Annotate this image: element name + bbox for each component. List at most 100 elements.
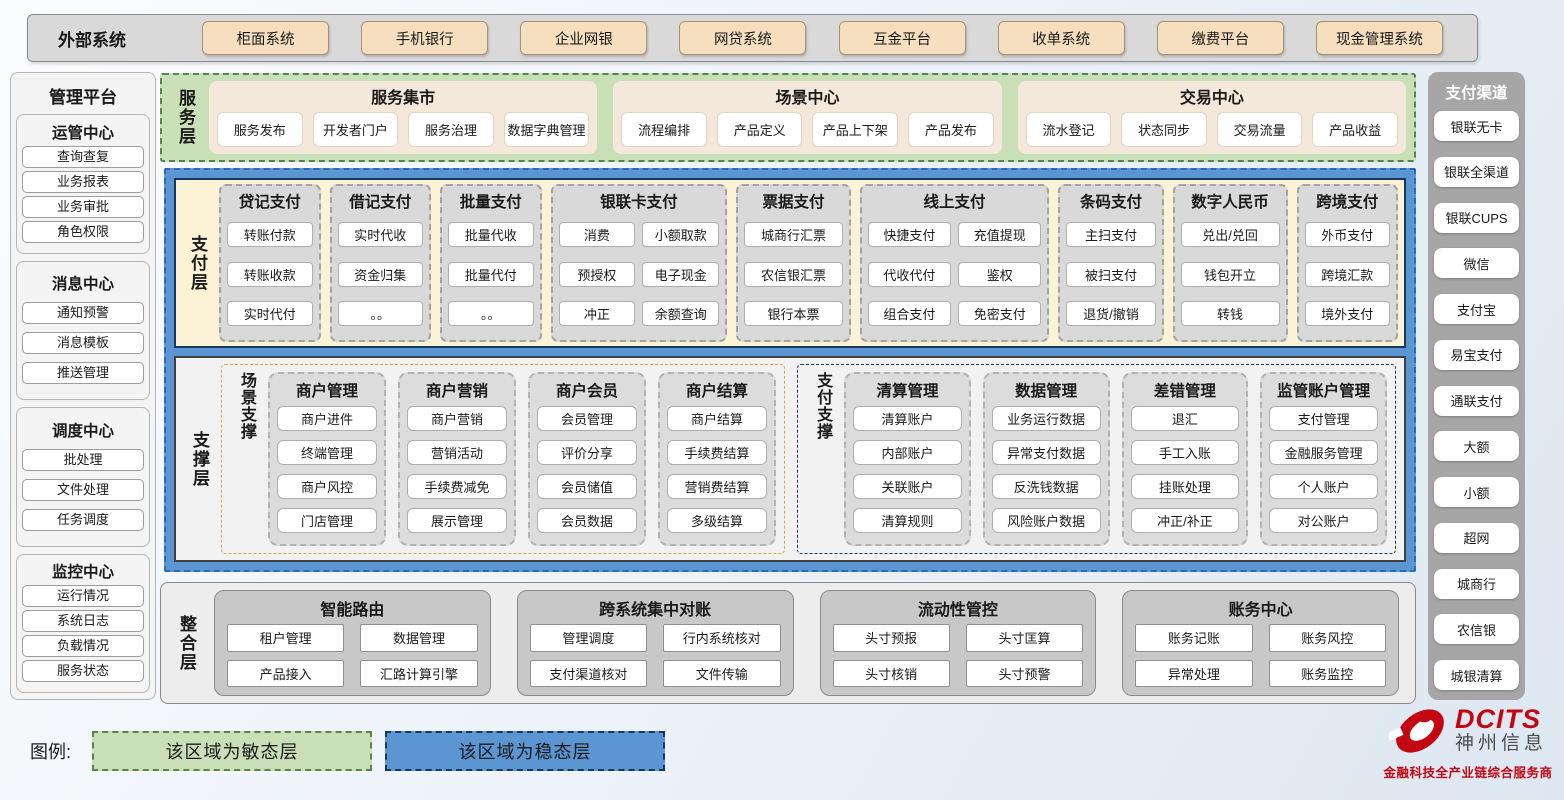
payment-group-column: 外币支付跨境汇款境外支付 bbox=[1304, 214, 1391, 334]
integration-group-grid: 账务记账账务风控异常处理账务监控 bbox=[1135, 624, 1386, 687]
integration-item: 产品接入 bbox=[227, 659, 345, 687]
service-layer-label: 服务层 bbox=[176, 89, 195, 146]
integration-item: 账务记账 bbox=[1135, 624, 1253, 652]
integration-item: 租户管理 bbox=[227, 624, 345, 652]
support-group: 清算管理清算账户内部账户关联账户清算规则 bbox=[844, 372, 971, 546]
support-item: 评价分享 bbox=[537, 440, 638, 465]
payment-layer-groups: 贷记支付转账付款转账收款实时代付借记支付实时代收资金归集。。批量支付批量代收批量… bbox=[219, 184, 1399, 342]
payment-group-columns: 消费预授权冲正小额取款电子现金余额查询 bbox=[558, 214, 720, 334]
management-item: 负载情况 bbox=[22, 635, 144, 658]
service-group-title: 交易中心 bbox=[1179, 90, 1244, 107]
integration-item: 支付渠道核对 bbox=[529, 659, 648, 687]
payment-group-columns: 兑出/兑回钱包开立转钱 bbox=[1180, 214, 1280, 334]
service-layer: 服务层 服务集市服务发布开发者门户服务治理数据字典管理场景中心流程编排产品定义产… bbox=[160, 73, 1416, 162]
payment-item: 转账收款 bbox=[227, 261, 313, 287]
payment-group-column: 转账付款转账收款实时代付 bbox=[227, 214, 313, 334]
management-group: 调度中心批处理文件处理任务调度 bbox=[16, 407, 150, 547]
support-group-title: 商户营销 bbox=[426, 383, 489, 400]
external-system-box: 柜面系统 bbox=[202, 21, 330, 55]
management-group: 监控中心运行情况系统日志负载情况服务状态 bbox=[16, 553, 150, 693]
payment-item: 电子现金 bbox=[642, 261, 720, 287]
payment-group-column: 兑出/兑回钱包开立转钱 bbox=[1180, 214, 1280, 334]
support-layer-label: 支撑层 bbox=[190, 430, 209, 488]
support-group-title: 商户会员 bbox=[556, 383, 619, 400]
payment-item: 快捷支付 bbox=[867, 222, 952, 248]
service-item: 服务治理 bbox=[408, 112, 494, 147]
payment-item: 代收代付 bbox=[867, 261, 952, 287]
payment-group-columns: 城商行汇票农信银汇票银行本票 bbox=[744, 214, 843, 334]
payment-item: 跨境汇款 bbox=[1304, 261, 1391, 287]
service-item: 产品收益 bbox=[1312, 112, 1398, 147]
service-item: 产品发布 bbox=[908, 112, 994, 147]
integration-item: 头寸预警 bbox=[965, 659, 1084, 687]
payment-group-column: 消费预授权冲正 bbox=[558, 214, 636, 334]
payment-group-title: 票据支付 bbox=[762, 194, 825, 211]
service-item: 产品定义 bbox=[716, 112, 803, 147]
service-item: 流水登记 bbox=[1025, 112, 1112, 147]
payment-group: 银联卡支付消费预授权冲正小额取款电子现金余额查询 bbox=[550, 184, 728, 342]
payment-item: 免密支付 bbox=[958, 300, 1042, 326]
management-item: 系统日志 bbox=[22, 610, 144, 633]
service-group: 场景中心流程编排产品定义产品上下架产品发布 bbox=[613, 81, 1002, 154]
integration-group-title: 智能路由 bbox=[320, 602, 385, 619]
payment-group-columns: 快捷支付代收代付组合支付充值提现鉴权免密支付 bbox=[867, 214, 1042, 334]
payment-group-columns: 主扫支付被扫支付退货/撤销 bbox=[1066, 214, 1156, 334]
management-platform-panel: 管理平台 运管中心查询查复业务报表业务审批角色权限消息中心通知预警消息模板推送管… bbox=[10, 72, 156, 700]
support-item: 异常支付数据 bbox=[991, 440, 1101, 465]
payment-channel-box: 易宝支付 bbox=[1434, 339, 1519, 370]
support-group-items: 支付管理金融服务管理个人账户对公账户 bbox=[1269, 403, 1379, 536]
payment-item: 批量代收 bbox=[448, 222, 534, 248]
external-systems-bar: 外部系统 柜面系统手机银行企业网银网贷系统互金平台收单系统缴费平台现金管理系统 bbox=[27, 14, 1478, 62]
payment-channel-box: 通联支付 bbox=[1434, 385, 1519, 416]
management-group-title: 监控中心 bbox=[51, 564, 114, 582]
support-group-items: 商户结算手续费结算营销费结算多级结算 bbox=[667, 403, 768, 536]
support-group: 商户结算商户结算手续费结算营销费结算多级结算 bbox=[658, 372, 777, 546]
service-group-title: 服务集市 bbox=[371, 90, 436, 107]
service-group-items: 流程编排产品定义产品上下架产品发布 bbox=[621, 112, 994, 147]
external-system-box: 互金平台 bbox=[838, 21, 966, 55]
support-item: 展示管理 bbox=[407, 508, 508, 533]
support-item: 关联账户 bbox=[853, 474, 962, 499]
management-item: 查询查复 bbox=[22, 145, 144, 168]
payment-item: 。。 bbox=[337, 300, 423, 326]
payment-item: 充值提现 bbox=[958, 222, 1042, 248]
legend: 图例: 该区域为敏态层该区域为稳态层 bbox=[30, 731, 666, 771]
support-item: 商户营销 bbox=[407, 406, 508, 431]
support-item: 终端管理 bbox=[277, 440, 378, 465]
integration-group-grid: 头寸预报头寸匡算头寸核销头寸预警 bbox=[832, 624, 1084, 687]
payment-item: 退货/撤销 bbox=[1066, 300, 1156, 326]
service-item: 数据字典管理 bbox=[503, 112, 590, 147]
integration-group-title: 账务中心 bbox=[1228, 602, 1293, 619]
payment-item: 转账付款 bbox=[227, 222, 313, 248]
section-groups: 商户管理商户进件终端管理商户风控门店管理商户营销商户营销营销活动手续费减免展示管… bbox=[268, 372, 777, 546]
support-group-title: 清算管理 bbox=[876, 383, 939, 400]
support-group-title: 差错管理 bbox=[1153, 383, 1216, 400]
support-group-title: 数据管理 bbox=[1015, 383, 1078, 400]
support-group-items: 清算账户内部账户关联账户清算规则 bbox=[853, 403, 962, 536]
payment-group-title: 跨境支付 bbox=[1316, 194, 1379, 211]
payment-group: 数字人民币兑出/兑回钱包开立转钱 bbox=[1172, 184, 1288, 342]
payment-channel-box: 微信 bbox=[1434, 248, 1519, 279]
service-group: 服务集市服务发布开发者门户服务治理数据字典管理 bbox=[209, 81, 598, 154]
integration-item: 头寸核销 bbox=[832, 659, 950, 687]
service-item: 状态同步 bbox=[1121, 112, 1207, 147]
integration-group: 账务中心账务记账账务风控异常处理账务监控 bbox=[1122, 590, 1399, 696]
payment-channel-box: 小额 bbox=[1434, 477, 1519, 507]
payment-channel-box: 城银清算 bbox=[1434, 660, 1519, 690]
integration-item: 账务监控 bbox=[1268, 659, 1386, 687]
logo-tagline: 金融科技全产业链综合服务商 bbox=[1383, 766, 1553, 780]
support-group: 商户管理商户进件终端管理商户风控门店管理 bbox=[268, 372, 387, 546]
section-label: 支付支撑 bbox=[814, 372, 832, 440]
payment-item: 转钱 bbox=[1180, 300, 1280, 326]
payment-group: 贷记支付转账付款转账收款实时代付 bbox=[219, 184, 321, 342]
support-group-items: 商户营销营销活动手续费减免展示管理 bbox=[407, 403, 508, 536]
support-group: 商户会员会员管理评价分享会员储值会员数据 bbox=[528, 372, 647, 546]
support-item: 门店管理 bbox=[277, 508, 378, 533]
support-item: 风险账户数据 bbox=[991, 508, 1101, 533]
integration-item: 头寸预报 bbox=[832, 624, 950, 652]
scene-support-section: 场景支撑商户管理商户进件终端管理商户风控门店管理商户营销商户营销营销活动手续费减… bbox=[221, 364, 786, 554]
legend-label: 图例: bbox=[30, 742, 72, 762]
payment-group: 线上支付快捷支付代收代付组合支付充值提现鉴权免密支付 bbox=[859, 184, 1050, 342]
